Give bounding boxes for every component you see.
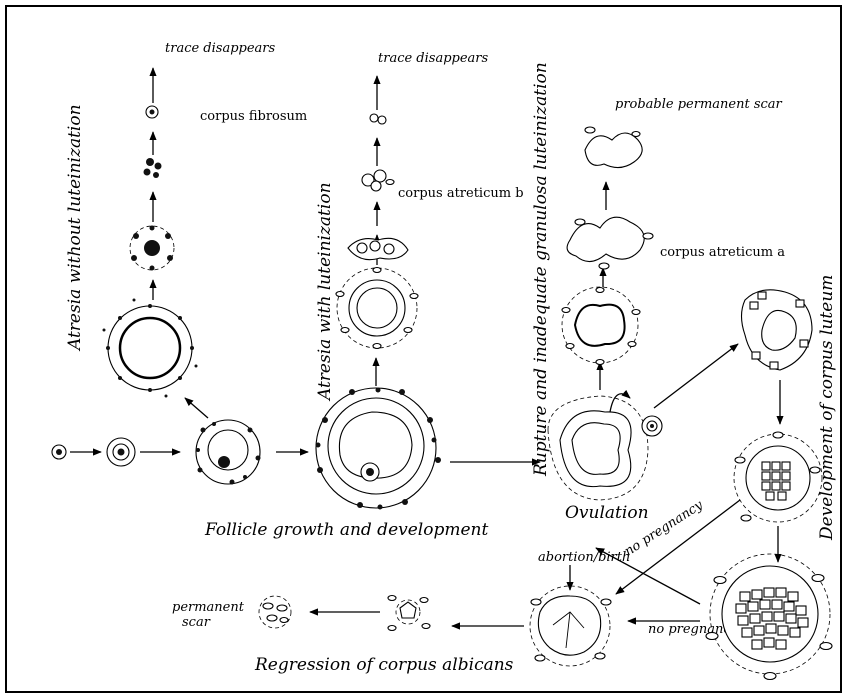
label-atresia-with-luteinization: Atresia with luteinization [315,182,335,402]
corpus-atreticum-a-shape [567,217,653,269]
primary-follicle [107,438,135,466]
label-ovulation: Ovulation [565,503,649,523]
label-corpus-fibrosum: corpus fibrosum [200,109,307,124]
label-scar: scar [182,615,211,630]
regressing-follicle-small [130,226,174,271]
probable-permanent-scar-shape [585,127,642,168]
corpus-atreticum-b-shape [362,170,394,191]
label-trace-disappears-1: trace disappears [165,41,275,56]
regressing-follicle-tiny [144,158,162,178]
label-probable-permanent-scar: probable permanent scar [615,97,783,112]
atretic-follicle-without-luteinization [103,299,198,398]
primordial-follicle [52,445,66,459]
label-corpus-atreticum-a: corpus atreticum a [660,245,785,260]
corpus-albicans [530,586,611,666]
tertiary-follicle [316,388,442,510]
mature-corpus-luteum [734,432,822,522]
arrow-to-corpus-luteum [654,344,738,408]
label-corpus-atreticum-b: corpus atreticum b [398,186,524,201]
label-trace-disappears-2: trace disappears [378,51,488,66]
rupture-luteinizing-follicle [562,287,640,365]
label-development-corpus-luteum: Development of corpus luteum [817,275,837,541]
label-permanent: permanent [172,600,245,615]
corpus-fibrosum-shape [146,106,158,118]
label-follicle-growth: Follicle growth and development [204,520,488,540]
developing-corpus-luteum [742,290,813,370]
atretic-follicle-with-luteinization [336,268,418,349]
regressing-corpus-albicans [388,596,430,631]
secondary-follicle [196,420,261,485]
label-regression-corpus-albicans: Regression of corpus albicans [254,655,514,675]
arrow-to-atresia-without [185,398,208,418]
luteinized-atretic-mass [348,238,408,259]
label-atresia-without-luteinization: Atresia without luteinization [65,104,85,352]
corpus-atreticum-b-small [370,114,386,124]
ruptured-follicle [548,396,648,500]
label-abortion-birth: abortion/birth [538,550,630,565]
arrow-no-pregnancy-diagonal-up [596,548,700,604]
permanent-scar-shape [259,596,291,628]
ovum-released [642,416,662,436]
label-rupture-inadequate-luteinization: Rupture and inadequate granulosa luteini… [531,62,551,477]
corpus-luteum-of-pregnancy [706,554,832,680]
arrow-ovulation-expel [610,394,630,412]
